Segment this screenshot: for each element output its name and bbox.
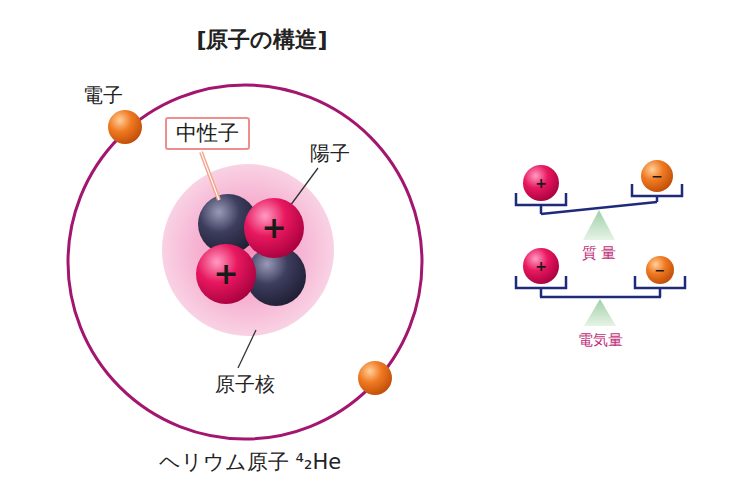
leader-line (238, 330, 256, 368)
sphere-fill (196, 244, 256, 304)
part-label: 電子 (83, 84, 123, 107)
nucleus-disc (162, 164, 334, 336)
charge-sign: + (213, 259, 238, 289)
sphere-fill (244, 198, 304, 258)
sphere-fill (523, 165, 559, 201)
balance-pivot (583, 210, 615, 240)
sphere-fill (641, 160, 673, 192)
leader-line (201, 152, 219, 200)
sphere-fill (523, 248, 559, 284)
electron-sphere (108, 110, 142, 144)
balance-beam (540, 296, 661, 299)
part-label: 原子核 (215, 373, 275, 396)
sphere-fill (646, 256, 674, 284)
proton-symbol: + (523, 248, 559, 284)
proton-sphere: + (244, 198, 304, 258)
balance-label: 電気量 (578, 332, 623, 349)
charge-sign: + (535, 259, 547, 273)
charge-sign: − (651, 169, 663, 183)
charge-sign: + (261, 213, 286, 243)
part-label: 陽子 (310, 142, 350, 165)
callout-text: 中性子 (176, 123, 239, 144)
proton-symbol: + (523, 165, 559, 201)
proton-sphere: + (196, 244, 256, 304)
electron-symbol: − (646, 256, 674, 284)
callout-box: 中性子 (165, 117, 250, 150)
diagram-title: [原子の構造] (196, 27, 327, 52)
balance-pivot (584, 299, 616, 326)
charge-sign: − (655, 264, 666, 277)
leader-line (290, 168, 318, 206)
electron-orbit (68, 85, 422, 439)
charge-sign: + (535, 176, 547, 190)
electron-symbol: − (641, 160, 673, 192)
diagram-caption: ヘリウム原子 ⁴₂He (159, 450, 341, 474)
leader-line (201, 152, 219, 200)
electron-sphere (358, 361, 392, 395)
balance-label: 質 量 (582, 245, 617, 262)
